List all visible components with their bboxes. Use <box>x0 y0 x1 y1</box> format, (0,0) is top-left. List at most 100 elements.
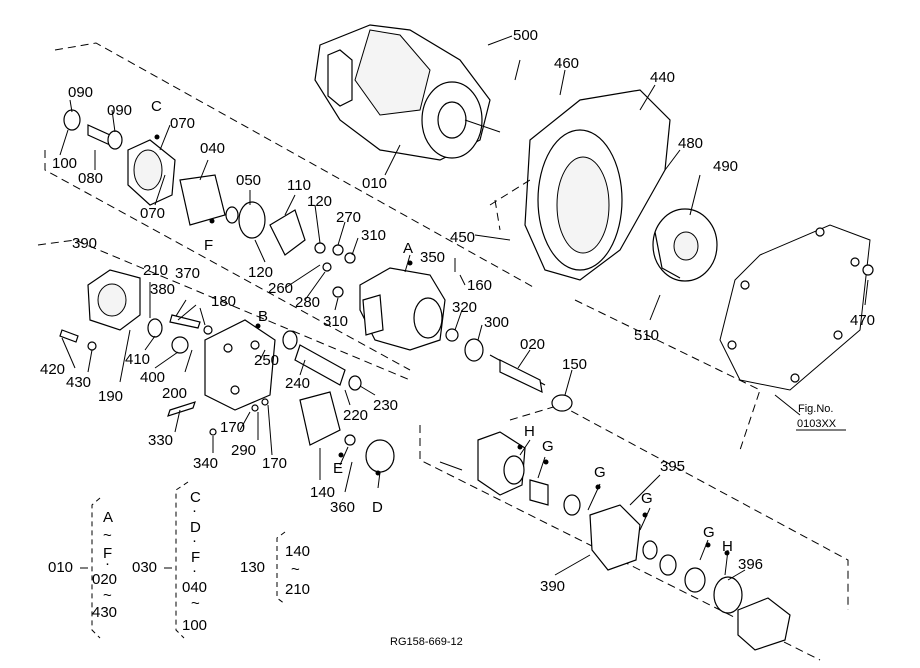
main-pump-010 <box>314 24 501 161</box>
bell-housing-440 <box>489 89 671 281</box>
pump-a <box>359 267 573 412</box>
upper-gear-group <box>63 109 356 298</box>
callout-410: 410 <box>125 351 150 368</box>
callout-040: 040 <box>200 140 225 157</box>
callout-450: 450 <box>450 229 475 246</box>
callout-120-a: 120 <box>307 193 332 210</box>
callout-070-a: 070 <box>170 115 195 132</box>
callout-220: 220 <box>343 407 368 424</box>
callout-240: 240 <box>285 375 310 392</box>
legend-group-3: 130 140 ~ 210 <box>240 531 310 605</box>
letter-markers: C F A B E D H G G G G H <box>151 98 733 555</box>
legend-2-item-4: · <box>192 532 197 549</box>
legend-2-key: 030 <box>132 559 157 576</box>
callout-400: 400 <box>140 369 165 386</box>
legend-3-key: 130 <box>240 559 265 576</box>
callout-390-b: 390 <box>540 578 565 595</box>
flywheel-plate <box>719 224 874 391</box>
callout-490: 490 <box>713 158 738 175</box>
callout-250: 250 <box>254 352 279 369</box>
callout-110: 110 <box>287 177 311 194</box>
legend-1-item-5: 020 <box>92 571 117 588</box>
legend-1-item-4: · <box>105 555 110 572</box>
marker-f: F <box>204 237 213 254</box>
callout-120-b: 120 <box>248 264 273 281</box>
callout-230: 230 <box>373 397 398 414</box>
marker-h-1: H <box>524 423 535 440</box>
callout-310-b: 310 <box>323 313 348 330</box>
callout-290: 290 <box>231 442 256 459</box>
callout-310-a: 310 <box>361 227 386 244</box>
marker-g-1: G <box>542 438 554 455</box>
callout-140: 140 <box>310 484 335 501</box>
legend-group-1: 010 A ~ F · 020 ~ 430 <box>48 497 117 639</box>
legend-1-item-7: 430 <box>92 604 117 621</box>
legend-2-item-7: 040 <box>182 579 207 596</box>
callout-200: 200 <box>162 385 187 402</box>
legend-2-item-1: C <box>190 489 201 506</box>
marker-a: A <box>403 240 413 257</box>
reference-dots <box>154 134 730 556</box>
callout-080: 080 <box>78 170 103 187</box>
callout-020: 020 <box>520 336 545 353</box>
callout-430: 430 <box>66 374 91 391</box>
coupling-490 <box>652 208 718 282</box>
legend-3-item-3: 210 <box>285 581 310 598</box>
marker-d: D <box>372 499 383 516</box>
callout-170-b: 170 <box>262 455 287 472</box>
callout-190: 190 <box>98 388 123 405</box>
marker-e: E <box>333 460 343 477</box>
callout-090-b: 090 <box>107 102 132 119</box>
callout-420: 420 <box>40 361 65 378</box>
callout-170-a: 170 <box>220 419 245 436</box>
callout-160: 160 <box>467 277 492 294</box>
callout-395: 395 <box>660 458 685 475</box>
legend-2-item-2: · <box>192 502 197 519</box>
callout-300: 300 <box>484 314 509 331</box>
callout-070-b: 070 <box>140 205 165 222</box>
callout-260: 260 <box>268 280 293 297</box>
callout-330: 330 <box>148 432 173 449</box>
callout-210: 210 <box>143 262 168 279</box>
callout-100: 100 <box>52 155 77 172</box>
legend-1-item-6: ~ <box>103 587 112 604</box>
callout-320: 320 <box>452 299 477 316</box>
figure-code: RG158-669-12 <box>390 636 463 648</box>
legend-2-item-9: 100 <box>182 617 207 634</box>
callout-090-a: 090 <box>68 84 93 101</box>
marker-g-2: G <box>594 464 606 481</box>
callout-270: 270 <box>336 209 361 226</box>
callout-010: 010 <box>362 175 387 192</box>
figure-number: 0103XX <box>797 418 837 430</box>
legend-2-item-8: ~ <box>191 595 200 612</box>
marker-h-2: H <box>722 538 733 555</box>
pump-assembly-395 <box>439 431 791 651</box>
callout-390-a: 390 <box>72 235 97 252</box>
legend-3-item-1: 140 <box>285 543 310 560</box>
callout-050: 050 <box>236 172 261 189</box>
legend-1-item-2: ~ <box>103 527 112 544</box>
callout-380: 380 <box>150 281 175 298</box>
callout-510: 510 <box>634 327 659 344</box>
legend-2-item-5: F <box>191 549 200 566</box>
callout-440: 440 <box>650 69 675 86</box>
callout-labels: 500 460 440 480 490 010 450 510 470 090 … <box>40 27 875 595</box>
marker-b: B <box>258 308 268 325</box>
legend-2-item-6: · <box>192 562 197 579</box>
callout-460: 460 <box>554 55 579 72</box>
callout-280: 280 <box>295 294 320 311</box>
callout-350: 350 <box>420 249 445 266</box>
callout-180: 180 <box>211 293 236 310</box>
marker-g-4: G <box>703 524 715 541</box>
legend-1-key: 010 <box>48 559 73 576</box>
leader-lines <box>59 35 869 581</box>
legend-1-item-1: A <box>103 509 113 526</box>
legend-group-2: 030 C · D · F · 040 ~ 100 <box>132 481 207 639</box>
callout-360: 360 <box>330 499 355 516</box>
figure-labels: Fig.No. 0103XX RG158-669-12 <box>390 403 846 648</box>
legend-2-item-3: D <box>190 519 201 536</box>
body-b <box>167 319 395 473</box>
gear-pump-390 <box>59 269 213 354</box>
